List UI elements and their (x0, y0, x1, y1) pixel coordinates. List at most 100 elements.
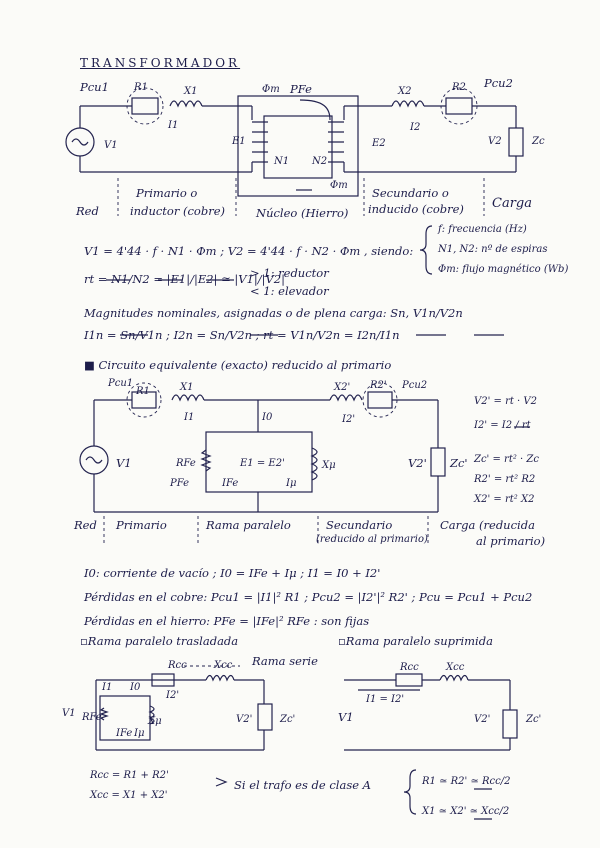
note-trasladada-text: Rama paralelo trasladada (87, 634, 239, 648)
def-xcc: Xcc = X1 + X2' (90, 790, 168, 801)
label-pcu1: Pcu1 (80, 80, 109, 94)
eq-x2p: X2' (334, 382, 351, 393)
br-i1eq: I1 = I2' (366, 694, 405, 705)
formula-r2: R2' = rt² R2 (474, 474, 536, 485)
eq-i2p: I2' (342, 414, 356, 425)
bl-v1: V1 (62, 708, 76, 719)
equivalent-circuit (79, 382, 446, 544)
note-i0: I0: corriente de vacío ; I0 = IFe + Iμ ;… (84, 566, 381, 580)
label-nucleo: Núcleo (Hierro) (256, 206, 349, 220)
bl-xmu: Xμ (148, 716, 162, 727)
br-v2p: V2' (474, 714, 491, 725)
formula-x2: X2' = rt² X2 (474, 494, 535, 505)
eq-carga2: al primario) (476, 534, 546, 548)
legend-frecuencia: f: frecuencia (Hz) (438, 224, 527, 235)
def-x-split: X1 ≃ X2' ≃ Xcc/2 (422, 806, 510, 817)
label-e1: E1 (232, 136, 246, 147)
bl-rama-serie: Rama serie (252, 654, 318, 668)
transformer-diagram (65, 87, 524, 216)
circuit-suprimida (344, 673, 518, 751)
section2-heading-text: Circuito equivalente (exacto) reducido a… (98, 358, 392, 372)
label-r2: R2 (452, 82, 466, 93)
eq-carga: Carga (reducida (440, 518, 535, 532)
label-r1: R1 (134, 82, 148, 93)
eq-xmu: Xμ (322, 460, 336, 471)
bl-ife: IFe (116, 728, 133, 739)
eq-pfe: PFe (170, 478, 190, 489)
label-inductor: inductor (cobre) (130, 204, 225, 218)
label-carga: Carga (492, 196, 532, 211)
label-pcu2: Pcu2 (484, 76, 513, 90)
note-hierro: Pérdidas en el hierro: PFe = |IFe|² RFe … (84, 614, 370, 628)
br-zcp: Zc' (526, 714, 542, 725)
eq-imu: Iμ (286, 478, 297, 489)
label-x2: X2 (398, 86, 412, 97)
eq-i0: I0 (262, 412, 273, 423)
formula-v2: V2' = rt · V2 (474, 396, 537, 407)
eq-red: Red (74, 518, 97, 532)
label-primario: Primario o (136, 186, 198, 200)
label-pfe: PFe (290, 82, 312, 96)
label-phim-bottom: Φm (330, 180, 348, 191)
eq-primario: Primario (116, 518, 167, 532)
eq-rama: Rama paralelo (206, 518, 291, 532)
label-v2: V2 (488, 136, 502, 147)
eq-pcu1: Pcu1 (108, 378, 134, 389)
bl-rcc: Rcc (168, 660, 187, 671)
label-e2: E2 (372, 138, 386, 149)
bl-i0: I0 (130, 682, 141, 693)
circuit-trasladada (95, 665, 273, 751)
eq-reducido: (reducido al primario) (316, 534, 428, 545)
label-i2: I2 (410, 122, 421, 133)
label-phim-top: Φm (262, 84, 280, 95)
br-rcc: Rcc (400, 662, 419, 673)
rt-equation: rt = N1/N2 = |E1|/|E2| ≃ |V1|/|V2| (84, 272, 286, 286)
eq-e1: E1 = E2' (240, 458, 285, 469)
bl-rfe: RFe (82, 712, 102, 723)
section2-heading: ■ Circuito equivalente (exacto) reducido… (84, 358, 392, 372)
eq-zcp: Zc' (450, 456, 468, 470)
def-clase: Si el trafo es de clase A (234, 778, 371, 792)
label-zc: Zc (532, 136, 545, 147)
bl-imu: Iμ (134, 728, 145, 739)
def-rcc: Rcc = R1 + R2' (90, 770, 169, 781)
rt-elevador: < 1: elevador (250, 284, 329, 298)
eq-secundario: Secundario (326, 518, 393, 532)
bl-i2p: I2' (166, 690, 180, 701)
bl-zcp: Zc' (280, 714, 296, 725)
label-red: Red (76, 204, 99, 218)
eq-pcu2: Pcu2 (402, 380, 428, 391)
bl-v2p: V2' (236, 714, 253, 725)
nominal-text: Magnitudes nominales, asignadas o de ple… (84, 306, 463, 320)
eq-rfe: RFe (176, 458, 196, 469)
br-xcc: Xcc (446, 662, 465, 673)
note-suprimida-text: Rama paralelo suprimida (345, 634, 493, 648)
eq-i1: I1 (184, 412, 195, 423)
rt-reductor: > 1: reductor (250, 266, 329, 280)
def-r-split: R1 ≃ R2' ≃ Rcc/2 (422, 776, 511, 787)
br-v1: V1 (338, 710, 354, 724)
label-inducido: inducido (cobre) (368, 202, 464, 216)
emf-equation: V1 = 4'44 · f · N1 · Φm ; V2 = 4'44 · f … (84, 244, 414, 258)
page-title: TRANSFORMADOR (80, 56, 241, 70)
eq-v1: V1 (116, 456, 132, 470)
note-cobre: Pérdidas en el cobre: Pcu1 = |I1|² R1 ; … (84, 590, 533, 604)
legend-flujo: Φm: flujo magnético (Wb) (438, 264, 569, 275)
formula-i2: I2' = I2 / rt (474, 420, 531, 431)
bl-i1: I1 (102, 682, 113, 693)
nominal-currents: I1n = Sn/V1n ; I2n = Sn/V2n ; rt = V1n/V… (84, 328, 400, 342)
eq-r1: R1 (136, 386, 150, 397)
label-x1: X1 (184, 86, 198, 97)
eq-x1: X1 (180, 382, 194, 393)
eq-r2p: R2' (370, 380, 387, 391)
note-trasladada: ▫Rama paralelo trasladada (80, 634, 239, 648)
legend-espiras: N1, N2: nº de espiras (438, 244, 548, 255)
label-i1: I1 (168, 120, 179, 131)
eq-ife: IFe (222, 478, 239, 489)
bl-xcc: Xcc (214, 660, 233, 671)
formula-zc: Zc' = rt² · Zc (474, 454, 539, 465)
eq-v2p: V2' (408, 456, 427, 470)
label-secundario: Secundario o (372, 186, 449, 200)
label-n1: N1 (274, 156, 290, 167)
